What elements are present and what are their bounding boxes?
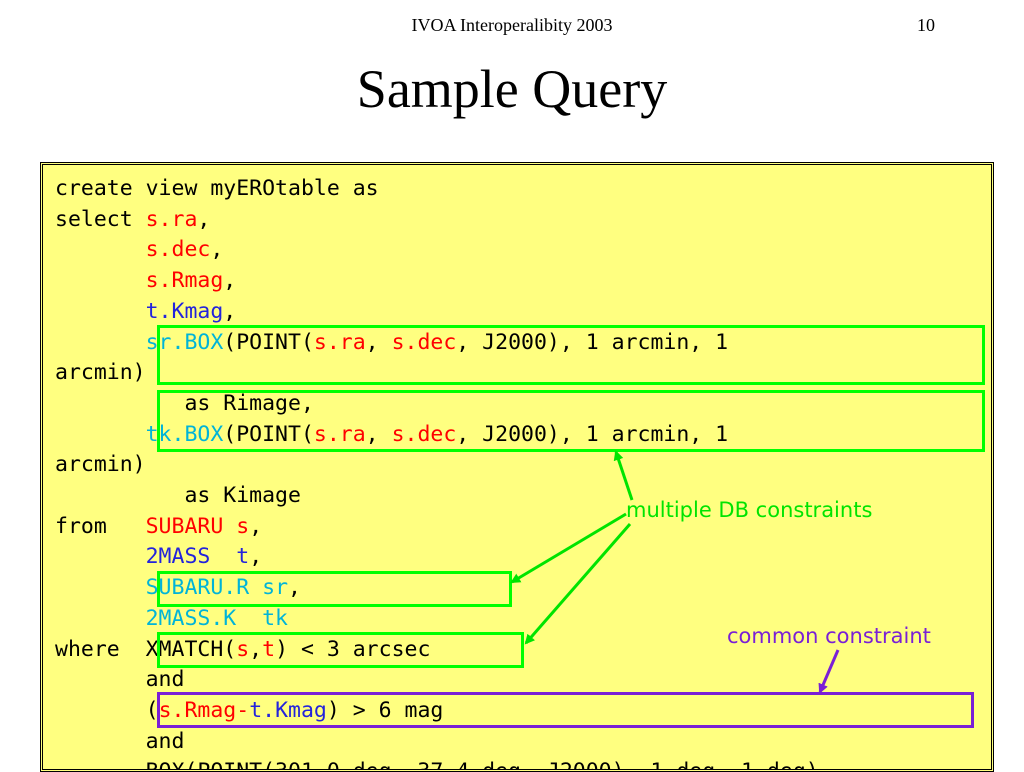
code-line-19: and — [55, 728, 185, 754]
arrow-to-subaru-r — [510, 512, 627, 584]
code-line-5: t.Kmag, — [145, 298, 237, 324]
multiple-db-constraints-label: multiple DB constraints — [626, 498, 873, 522]
common-constraint-label: common constraint — [727, 624, 931, 648]
mag-constraint-highlight — [157, 692, 974, 728]
header-title: IVOA Interoperalibity 2003 — [411, 15, 613, 35]
sql-code-box: create view myEROtable as select s.ra, s… — [40, 162, 994, 772]
page-number: 10 — [917, 15, 935, 35]
arrow-to-xmatch — [524, 523, 632, 645]
code-line-12: from SUBARU s, — [55, 513, 263, 539]
code-line-10: arcmin) — [55, 452, 146, 478]
xmatch-highlight — [157, 632, 524, 668]
code-line-17: and — [55, 667, 185, 693]
code-line-8: as Rimage, — [55, 390, 314, 416]
sr-box-highlight — [157, 325, 985, 385]
tk-box-highlight — [157, 390, 985, 452]
subaru-r-highlight — [157, 571, 512, 607]
code-line-4: s.Rmag, — [145, 268, 237, 294]
sql-query-code: create view myEROtable as select s.ra, s… — [55, 174, 819, 772]
code-line-15: 2MASS.K tk — [145, 605, 288, 631]
code-line-13: 2MASS t, — [145, 544, 263, 570]
code-line-16: where XMATCH(s,t) < 3 arcsec — [55, 636, 431, 662]
code-line-9: tk.BOX(POINT(s.ra, s.dec, J2000), 1 arcm… — [145, 421, 729, 447]
slide-title: Sample Query — [356, 59, 668, 119]
code-line-18: (s.Rmag-t.Kmag) > 6 mag — [145, 697, 444, 723]
arrow-to-mag-constraint — [818, 649, 840, 694]
code-line-14: SUBARU.R sr, — [145, 575, 301, 601]
code-line-2: select s.ra, — [55, 206, 211, 232]
code-line-3: s.dec, — [145, 237, 224, 263]
code-line-1: create view myEROtable as — [55, 176, 379, 201]
code-line-20: BOX(POINT(301.0 deg, 37.4 deg, J2000), 1… — [55, 759, 819, 772]
code-line-7: arcmin) — [55, 360, 146, 386]
arrow-to-tk-box — [613, 450, 634, 501]
code-line-11: as Kimage — [55, 483, 301, 509]
